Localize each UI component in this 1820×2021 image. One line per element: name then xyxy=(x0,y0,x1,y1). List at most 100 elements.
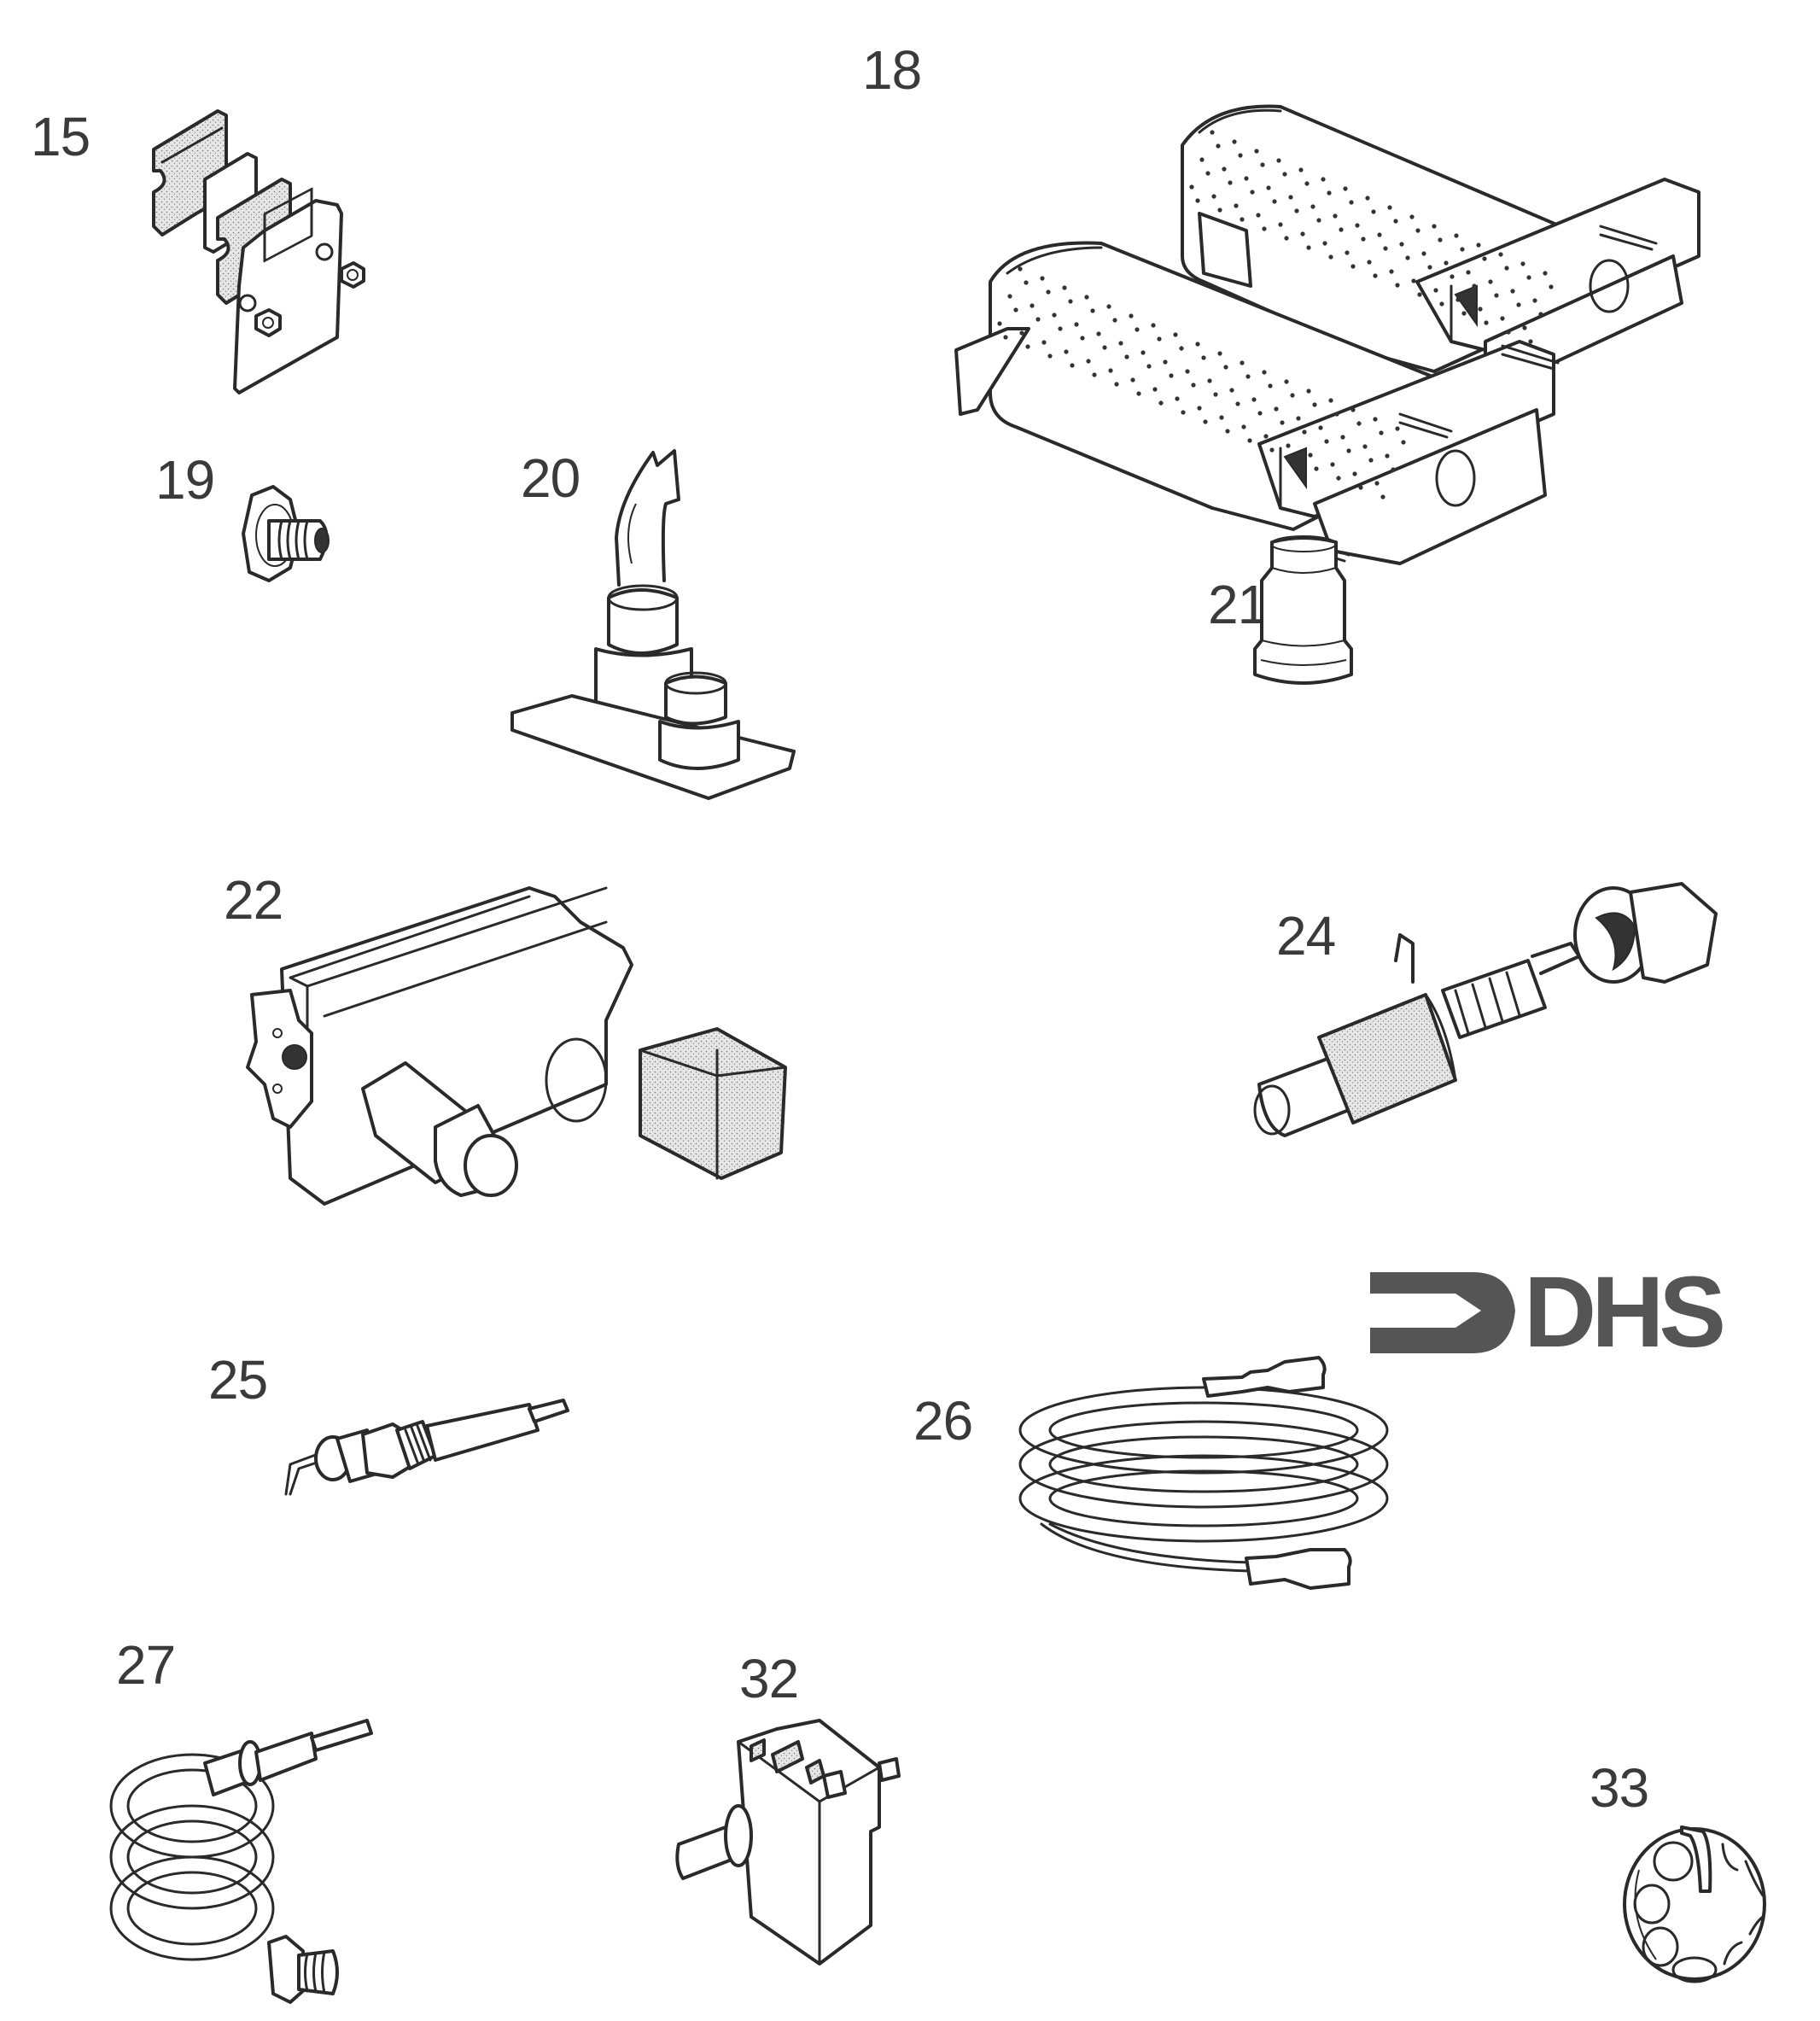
perforation-dot xyxy=(1234,203,1239,208)
perforation-dot xyxy=(1169,373,1174,378)
perforation-dot xyxy=(1222,166,1227,172)
perforation-dot xyxy=(1003,335,1008,340)
perforation-dot xyxy=(1401,440,1406,445)
perforation-dots xyxy=(997,130,1554,499)
perforation-dot xyxy=(1240,360,1245,365)
perforation-dot xyxy=(1350,407,1356,412)
perforation-dot xyxy=(1213,392,1218,397)
perforation-dot xyxy=(1262,370,1267,375)
perforation-dot xyxy=(1427,265,1432,270)
perforation-dot xyxy=(1136,391,1141,396)
perforation-dot xyxy=(1235,401,1240,406)
perforation-dot xyxy=(1052,312,1057,318)
perforation-dot xyxy=(1328,254,1333,260)
perforation-dot xyxy=(1211,194,1216,199)
perforation-dot xyxy=(1238,153,1243,158)
perforation-dot xyxy=(1173,332,1178,337)
perforation-dot xyxy=(1336,476,1341,481)
perforation-dot xyxy=(1526,275,1531,280)
perforation-dot xyxy=(1254,149,1259,154)
perforation-dot xyxy=(1263,434,1269,439)
perforation-dot xyxy=(1013,307,1018,312)
perforation-dot xyxy=(1140,350,1146,355)
perforation-dot xyxy=(1240,217,1245,222)
perforation-dot xyxy=(1092,372,1097,377)
perforation-dot xyxy=(1500,316,1505,321)
perforation-dot xyxy=(1506,330,1511,335)
lead-coil-icon xyxy=(1018,1386,1389,1573)
perforation-dot xyxy=(1290,393,1295,398)
gasket-plate-drawing xyxy=(152,109,365,394)
perforation-dot xyxy=(1047,353,1053,359)
perforation-dot xyxy=(1355,223,1360,228)
perforation-dot xyxy=(1438,237,1443,242)
insulator-drawing xyxy=(1253,535,1353,685)
perforation-dot xyxy=(1070,363,1075,368)
perforation-dot xyxy=(1146,364,1152,369)
perforation-dot xyxy=(1395,426,1400,431)
perforation-dot xyxy=(1294,208,1299,213)
perforation-dot xyxy=(1379,430,1384,435)
part-label-32: 32 xyxy=(739,1648,799,1709)
perforation-dot xyxy=(1274,406,1279,412)
perforation-dot xyxy=(1276,158,1281,163)
electrode-drawing xyxy=(284,1399,569,1496)
perforation-dot xyxy=(1228,180,1233,185)
perforation-dot xyxy=(1516,302,1521,307)
knob-icon xyxy=(1623,1825,1766,1983)
perforation-dot xyxy=(1522,325,1527,330)
perforation-dot xyxy=(1232,139,1237,144)
perforation-dot xyxy=(1306,245,1311,250)
perforation-dot xyxy=(1494,293,1499,298)
perforation-dot xyxy=(1203,419,1208,424)
perforation-dot xyxy=(1084,295,1089,300)
perforation-dot xyxy=(1393,219,1398,224)
perforation-dot xyxy=(1245,374,1251,379)
gas-valve-drawing xyxy=(246,886,787,1206)
perforation-dot xyxy=(1262,226,1267,231)
perforation-dot xyxy=(1157,336,1162,342)
perforation-dot xyxy=(1019,330,1024,336)
perforation-dot xyxy=(1415,228,1420,233)
nut-icon xyxy=(254,261,365,337)
perforation-dot xyxy=(1266,185,1271,190)
perforation-dot xyxy=(1482,256,1487,261)
thermocouple-drawing xyxy=(109,1719,373,2004)
switch-drawing xyxy=(675,1719,901,1966)
perforation-dot xyxy=(1472,283,1477,289)
burner-pair-drawing xyxy=(954,104,1700,565)
perforation-dot xyxy=(1108,368,1113,373)
perforation-dot xyxy=(1362,444,1368,449)
ignition-lead-drawing xyxy=(1018,1356,1389,1590)
perforation-dot xyxy=(1417,292,1422,297)
perforation-dot xyxy=(1395,283,1400,288)
perforation-dot xyxy=(1229,388,1234,393)
part-label-25: 25 xyxy=(208,1349,268,1411)
perforation-dot xyxy=(1241,424,1246,429)
perforation-dot xyxy=(1260,162,1265,167)
perforation-dot xyxy=(1179,346,1184,351)
perforation-dot xyxy=(1219,415,1224,420)
perforation-dot xyxy=(1371,209,1376,214)
perforation-dot xyxy=(1189,184,1194,190)
logo-arrow-icon xyxy=(1370,1272,1515,1353)
perforation-dot xyxy=(1195,198,1200,203)
pilot-tube-icon xyxy=(615,449,680,587)
perforation-dot xyxy=(1086,359,1091,364)
perforation-dot xyxy=(1152,387,1158,392)
perforation-dot xyxy=(1450,274,1455,279)
perforation-dot xyxy=(1191,383,1196,388)
perforation-dot xyxy=(1339,227,1344,232)
perforation-dot xyxy=(1330,462,1335,467)
perforation-dot xyxy=(1478,307,1483,312)
perforation-dot xyxy=(1195,342,1200,347)
perforation-dot xyxy=(1373,273,1378,278)
perforation-dot xyxy=(1538,312,1543,317)
perforation-dot xyxy=(1433,288,1438,293)
perforation-dot xyxy=(1380,494,1385,499)
perforation-dot xyxy=(1484,320,1489,325)
perforation-dot xyxy=(1272,199,1277,204)
perforation-dot xyxy=(1409,214,1415,219)
perforation-dot xyxy=(1090,308,1095,313)
pilot-jet-icon xyxy=(658,671,740,770)
